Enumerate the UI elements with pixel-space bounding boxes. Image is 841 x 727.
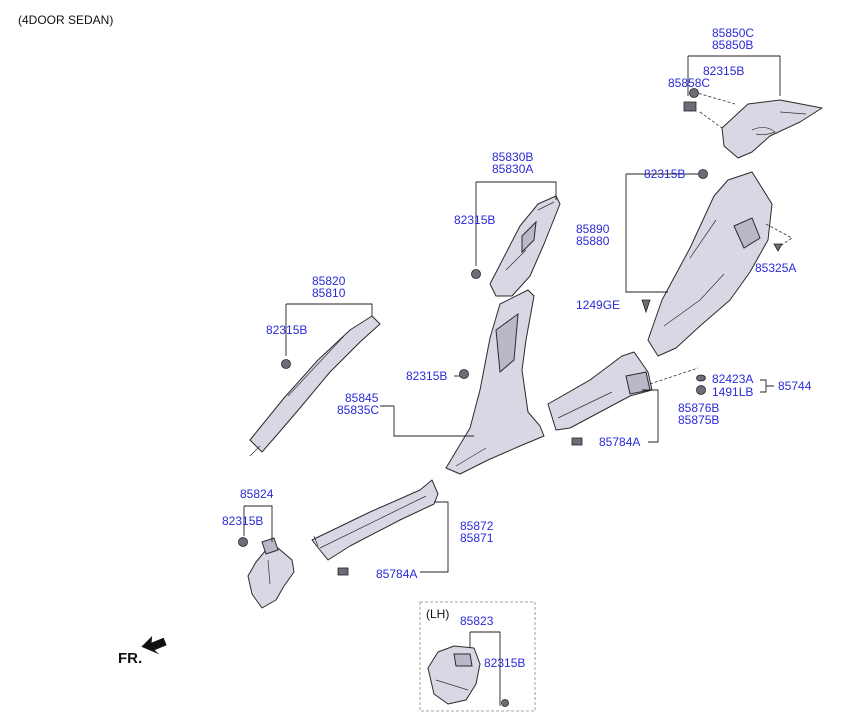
label-85744: 85744 (778, 379, 812, 393)
label-82315B-bpillar: 82315B (406, 369, 447, 383)
rear-scuff-trim (547, 351, 653, 431)
label-85880: 85880 (576, 234, 610, 248)
rear-shelf-side-trim (693, 91, 823, 159)
label-85823: 85823 (460, 614, 494, 628)
label-85890: 85890 (576, 222, 610, 236)
label-85858C: 85858C (668, 76, 710, 90)
label-85830B: 85830B (492, 150, 533, 164)
rear-grommet-82315B (689, 88, 699, 98)
clip-1491LB (696, 385, 706, 395)
quarter-grommet (698, 169, 708, 179)
leader-85890 (625, 173, 698, 293)
c-pillar-trim (489, 195, 561, 297)
label-85810: 85810 (312, 286, 346, 300)
lh-grommet (501, 699, 509, 707)
label-85830A: 85830A (492, 162, 533, 176)
label-85872: 85872 (460, 519, 494, 533)
screw-85325A (773, 243, 783, 252)
c-pillar-grommet (471, 269, 481, 279)
cowl-side-trim (247, 537, 295, 609)
label-85850C: 85850C (712, 26, 754, 40)
leader-85830 (475, 181, 557, 266)
leader-85823 (469, 631, 501, 706)
variant-title: (4DOOR SEDAN) (18, 13, 113, 27)
fr-label: FR. (118, 650, 142, 667)
front-arrow-icon (141, 635, 167, 655)
label-85835C: 85835C (337, 403, 379, 417)
label-85325A: 85325A (755, 261, 796, 275)
lh-inset-box (419, 601, 536, 712)
label-85824: 85824 (240, 487, 274, 501)
label-85820: 85820 (312, 274, 346, 288)
leader-85876B (642, 389, 659, 443)
label-85784A-front: 85784A (376, 567, 417, 581)
rear-quarter-trim (647, 171, 793, 357)
a-pillar-grommet (281, 359, 291, 369)
screw-1249GE (641, 299, 651, 314)
label-85784A-rear: 85784A (599, 435, 640, 449)
leader-85744 (760, 379, 774, 393)
clip-82423A (696, 374, 706, 382)
label-82315B-cpillar: 82315B (454, 213, 495, 227)
label-82315B-rear: 82315B (703, 64, 744, 78)
label-82315B-quarter: 82315B (644, 167, 685, 181)
leader-85872 (420, 501, 449, 573)
lh-label: (LH) (426, 607, 449, 621)
cowl-grommet (238, 537, 248, 547)
leader-85824 (243, 505, 273, 542)
leader-85850 (687, 55, 781, 96)
label-85845: 85845 (345, 391, 379, 405)
label-82315B-lh: 82315B (484, 656, 525, 670)
label-82315B-cowl: 82315B (222, 514, 263, 528)
label-82315B-apillar: 82315B (266, 323, 307, 337)
rear-clip-85858C (683, 101, 697, 112)
label-85871: 85871 (460, 531, 494, 545)
label-1249GE: 1249GE (576, 298, 620, 312)
rear-clip-85784A (571, 437, 583, 446)
leader-rear-scuff-dash (649, 367, 699, 385)
b-pillar-grommet (459, 369, 469, 379)
label-1491LB: 1491LB (712, 385, 753, 399)
leader-85845 (380, 405, 474, 437)
label-82423A: 82423A (712, 372, 753, 386)
b-pillar-trim (445, 289, 545, 475)
front-clip-85784A (337, 567, 349, 576)
label-85876B: 85876B (678, 401, 719, 415)
label-85850B: 85850B (712, 38, 753, 52)
lh-cowl-trim (427, 645, 481, 705)
a-pillar-trim (249, 315, 381, 457)
leader-85820 (285, 303, 373, 356)
label-85875B: 85875B (678, 413, 719, 427)
front-scuff-trim (311, 479, 439, 561)
